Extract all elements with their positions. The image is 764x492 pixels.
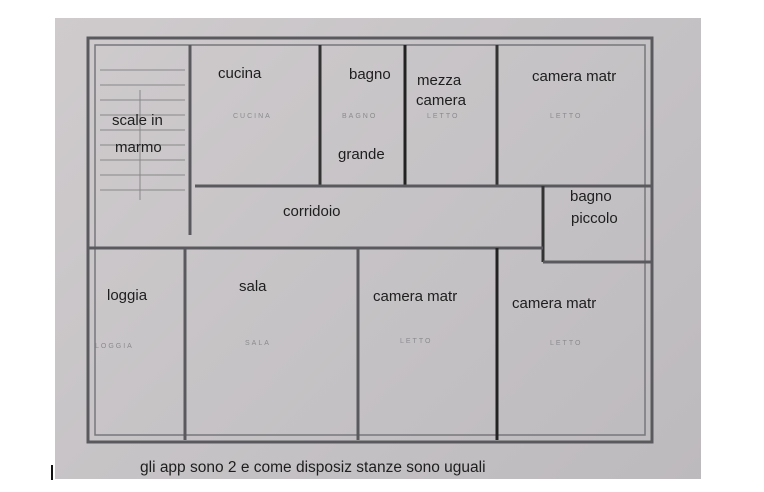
label-mezza-camera: mezza [417,72,462,89]
plan-label: CUCINA [233,113,272,120]
plan-label: LETTO [550,340,583,347]
outer-wall [86,36,654,444]
footer-note: gli app sono 2 e come disposiz stanze so… [140,459,486,476]
label-corridoio: corridoio [283,203,341,220]
label-camera-matr-right: camera matr [512,295,597,312]
label-cucina: cucina [218,65,262,82]
label-camera-matr-top: camera matr [532,68,617,85]
label-scale: scale in [112,112,163,129]
plan-label: LOGGIA [95,343,134,350]
label-bagno-grande-2: grande [338,146,385,163]
plan-label: LETTO [400,338,433,345]
label-bagno-piccolo: bagno [570,188,612,205]
label-bagno-grande: bagno [349,66,391,83]
plan-label: LETTO [550,113,583,120]
plan-label: SALA [245,340,271,347]
plan-label: BAGNO [342,113,378,120]
label-mezza-camera-2: camera [416,92,467,109]
label-bagno-piccolo-2: piccolo [571,210,618,227]
label-loggia: loggia [107,287,148,304]
plan-label: LETTO [427,113,460,120]
label-sala: sala [239,278,267,295]
label-scale-2: marmo [115,139,162,156]
text-cursor [51,465,53,480]
outer-wall-inner [94,44,646,436]
label-camera-matr-mid: camera matr [373,288,458,305]
